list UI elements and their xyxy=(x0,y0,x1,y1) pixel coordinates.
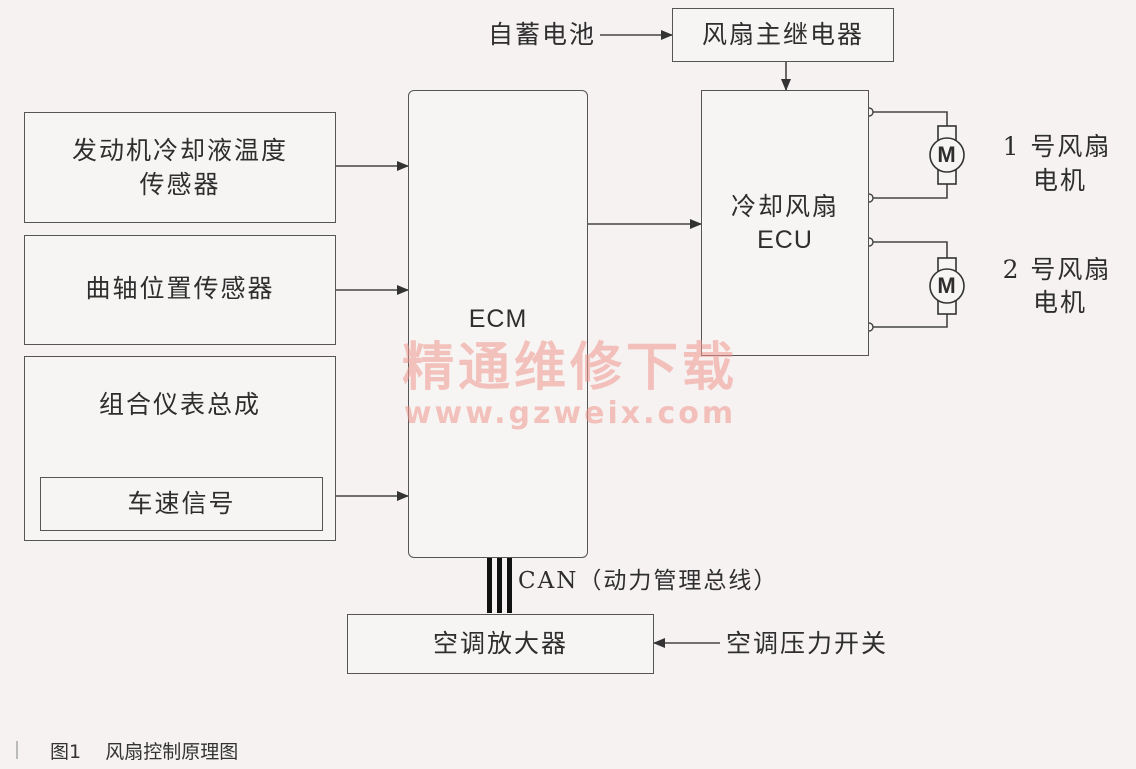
crank-position-sensor-block xyxy=(24,235,336,345)
fan-main-relay-block xyxy=(672,8,894,62)
vehicle-speed-signal-block xyxy=(40,477,323,531)
coolant-temp-sensor-label: 发动机冷却液温度 传感器 xyxy=(71,136,288,199)
ac-pressure-switch-label: 空调压力开关 xyxy=(726,629,889,658)
caption-marker xyxy=(16,741,18,759)
fan-motor-2-label-1: 2 号风扇 xyxy=(1002,255,1112,284)
cooling-fan-ecu-label-2: ECU xyxy=(757,226,813,254)
figure-number: 图1 xyxy=(50,741,82,763)
fan-motor-2-label-2: 电机 xyxy=(1032,288,1087,317)
ecm-block xyxy=(408,90,588,558)
ecm-label: ECM xyxy=(468,305,528,333)
ac-amplifier-label: 空调放大器 xyxy=(432,629,568,658)
cooling-fan-ecu-block xyxy=(701,90,869,356)
crank-position-sensor-label: 曲轴位置传感器 xyxy=(85,274,275,303)
figure-caption: 图1 风扇控制原理图 xyxy=(50,737,238,764)
watermark-title: 精通维修下载 xyxy=(401,338,738,398)
can-bus-wire xyxy=(507,558,512,613)
fan-motor-2-icon xyxy=(929,257,965,315)
can-bus-wire xyxy=(487,558,492,613)
battery-label: 自蓄电池 xyxy=(487,20,596,49)
motor-1-symbol: M xyxy=(937,142,957,167)
figure-title: 风扇控制原理图 xyxy=(105,741,239,763)
ac-amplifier-block xyxy=(347,614,654,674)
watermark-url: www.gzweix.com xyxy=(403,396,737,431)
cooling-fan-ecu-label-1: 冷却风扇 xyxy=(730,192,839,221)
fan-motor-1-label-1: 1 号风扇 xyxy=(1002,132,1112,161)
coolant-temp-sensor-block xyxy=(24,112,336,223)
can-bus-wire xyxy=(497,558,502,613)
can-bus-label: CAN（动力管理总线） xyxy=(518,568,779,594)
instrument-cluster-label: 组合仪表总成 xyxy=(98,390,261,419)
vehicle-speed-signal-label: 车速信号 xyxy=(127,489,236,518)
motor-2-symbol: M xyxy=(937,273,957,298)
fan-main-relay-label: 风扇主继电器 xyxy=(701,20,864,49)
fan-motor-1-label-2: 电机 xyxy=(1032,166,1087,195)
fan-motor-1-icon xyxy=(929,125,965,185)
